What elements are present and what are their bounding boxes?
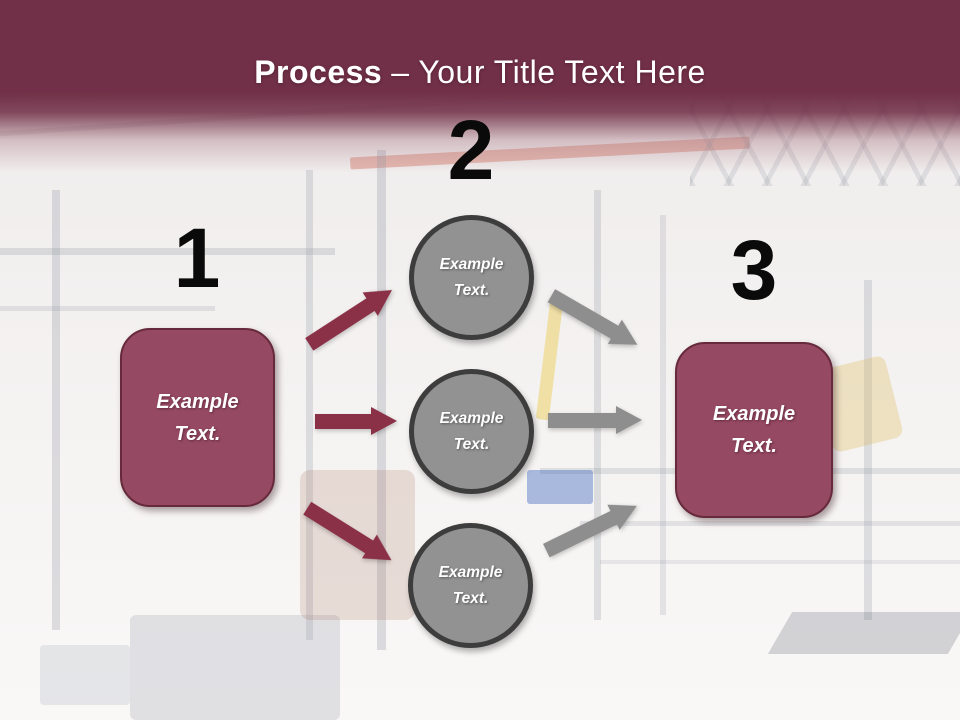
bg-shape [594,190,601,620]
bg-shape [377,150,386,650]
arrow-shaft [315,413,371,429]
bg-shape [130,615,340,720]
arrow-right-icon [315,407,397,435]
process-circle-1: Example Text. [409,215,534,340]
page-title: Process– Your Title Text Here [0,54,960,91]
bg-shape [527,470,593,504]
title-rest-part: – Your Title Text Here [391,54,706,90]
bg-shape [535,299,564,421]
step-1-box: Example Text. [120,328,275,507]
arrow-right-icon [548,406,642,434]
step-2-number: 2 [447,103,495,197]
bg-shape [580,521,960,526]
process-circle-2: Example Text. [409,369,534,494]
bg-shape [52,190,60,630]
step-3-number: 3 [730,223,778,317]
bg-shape [40,645,130,705]
bg-shape [600,560,960,564]
bg-shape [0,248,335,255]
process-circle-3: Example Text. [408,523,533,648]
bg-shape [660,215,666,615]
bg-shape [306,170,313,640]
title-bold-part: Process [254,54,383,90]
bg-shape [864,280,872,620]
title-banner [0,0,960,172]
arrow-head [616,406,642,434]
bg-shape [767,612,960,654]
bg-shape [0,306,215,311]
arrow-shaft [548,412,616,428]
step-1-number: 1 [173,211,221,305]
arrow-head [371,407,397,435]
step-3-box: Example Text. [675,342,833,518]
